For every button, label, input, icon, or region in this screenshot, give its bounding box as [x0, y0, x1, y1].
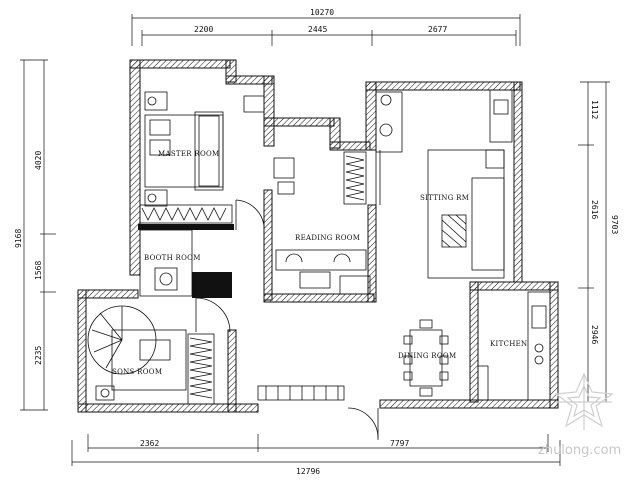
dim-right-overall: 9703 — [610, 215, 619, 234]
dim-left-seg-1: 4020 — [34, 151, 43, 170]
watermark-text: zhulong.com — [538, 443, 621, 458]
geometric-flower-logo-icon — [554, 372, 614, 430]
dim-left-seg-2: 1568 — [34, 261, 43, 280]
dimension-left: 9168 4020 1568 2235 — [14, 59, 56, 411]
label-reading-room: READING ROOM — [295, 234, 360, 242]
label-sitting-room: SITTING RM — [420, 194, 469, 202]
dim-left-seg-3: 2235 — [34, 346, 43, 365]
label-booth-room: BOOTH ROOM — [144, 254, 201, 262]
label-master-room: MASTER ROOM — [158, 150, 220, 158]
dim-top-seg-1: 2200 — [194, 25, 213, 34]
kitchen-fixtures — [477, 291, 551, 401]
doors — [195, 150, 381, 440]
corridor-cabinet — [257, 385, 345, 401]
master-room-furniture — [139, 91, 265, 224]
label-kitchen: KITCHEN — [490, 340, 527, 348]
dimension-right: 9703 1112 2616 2946 — [578, 81, 619, 403]
watermark: zhulong.com — [538, 372, 621, 458]
walls — [77, 59, 559, 413]
sitting-room-furniture — [375, 89, 513, 279]
dim-right-seg-3: 2946 — [590, 325, 599, 344]
dim-top-seg-2: 2445 — [308, 25, 327, 34]
dim-left-overall: 9168 — [14, 229, 23, 248]
dim-bottom-seg-2: 7797 — [390, 439, 409, 448]
dimension-top: 10270 2200 2445 2677 — [131, 8, 521, 46]
dim-bottom-seg-1: 2362 — [140, 439, 159, 448]
booth-room-fixtures — [139, 229, 193, 297]
dimension-bottom: 12796 2362 7797 — [71, 434, 561, 476]
reading-room-furniture — [273, 151, 371, 295]
dim-right-seg-2: 2616 — [590, 200, 599, 219]
sons-room-furniture — [87, 305, 215, 405]
label-dining-room: DINING ROOM — [398, 352, 456, 360]
dim-top-overall: 10270 — [310, 8, 334, 17]
label-sons-room: SONS ROOM — [112, 368, 162, 376]
dining-room-furniture — [403, 319, 449, 397]
dim-right-seg-1: 1112 — [590, 100, 599, 119]
dim-bottom-overall: 12796 — [296, 467, 320, 476]
dim-top-seg-3: 2677 — [428, 25, 447, 34]
